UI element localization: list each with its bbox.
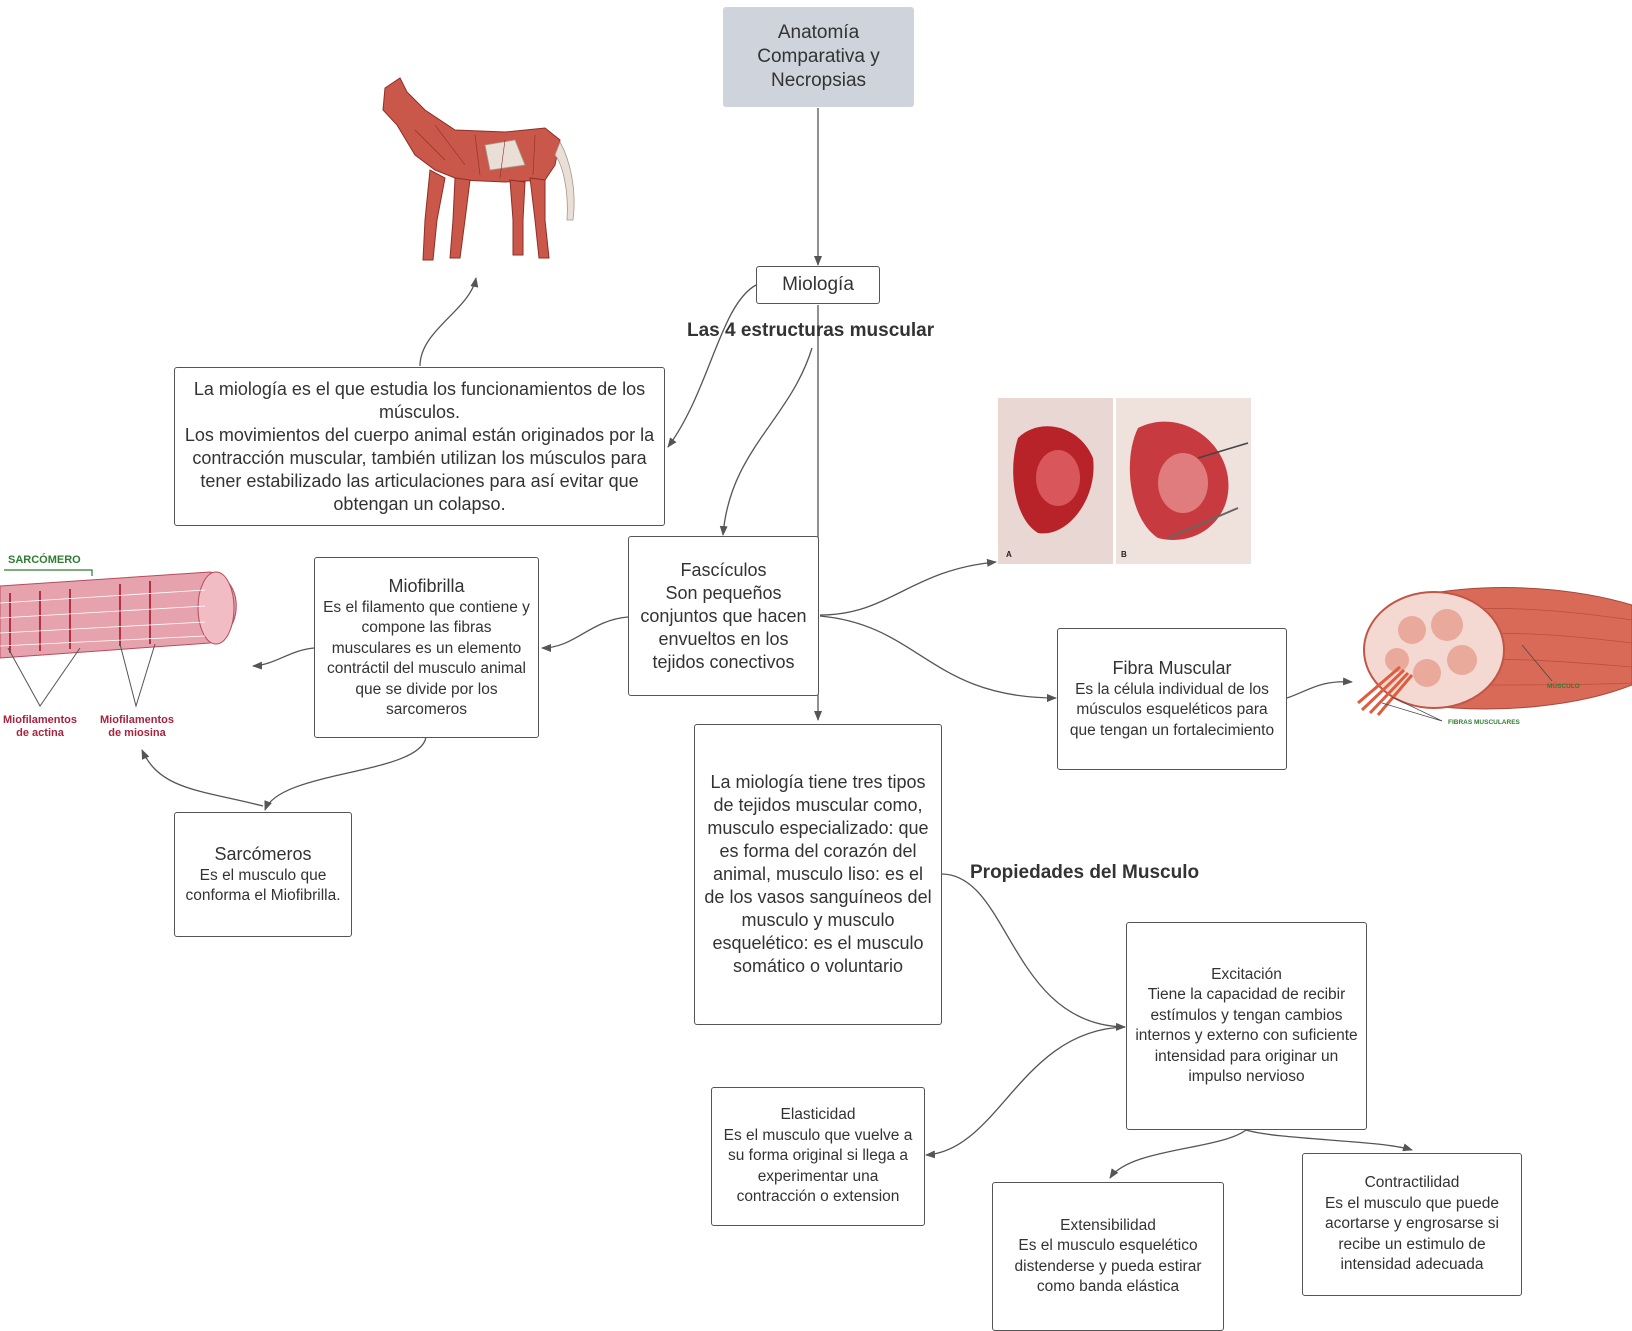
link-tejidos-excitacion [941, 873, 1126, 1031]
excitacion-node[interactable]: Excitación Tiene la capacidad de recibir… [1126, 922, 1367, 1130]
link-estructuras-fasciculos [719, 347, 813, 536]
miofibrilla-text: Es el filamento que contiene y compone l… [323, 598, 530, 719]
link-definicion-horse [419, 277, 479, 367]
miofibrilla-node[interactable]: Miofibrilla Es el filamento que contiene… [314, 557, 539, 738]
extensibilidad-title: Extensibilidad [1060, 1216, 1156, 1234]
extensibilidad-node[interactable]: Extensibilidad Es el musculo esquelético… [992, 1182, 1224, 1331]
elasticidad-node[interactable]: Elasticidad Es el musculo que vuelve a s… [711, 1087, 925, 1226]
label-propiedades: Propiedades del Musculo [970, 862, 1200, 883]
contractilidad-node[interactable]: Contractilidad Es el musculo que puede a… [1302, 1153, 1522, 1296]
root-node-anatomia[interactable]: Anatomía Comparativa y Necropsias [723, 7, 914, 107]
actina-label: Miofilamentos de actina [3, 714, 77, 739]
elasticidad-title: Elasticidad [780, 1106, 856, 1124]
surgery-photos: A B [998, 398, 1251, 564]
excitacion-title: Excitación [1211, 965, 1282, 983]
surgery-label-b: B [1121, 550, 1127, 559]
tipos-tejidos-text: La miología tiene tres tipos de tejidos … [704, 772, 932, 976]
excitacion-text: Tiene la capacidad de recibir estímulos … [1135, 986, 1358, 1085]
extensibilidad-text: Es el musculo esquelético distenderse y … [1014, 1237, 1202, 1295]
link-miofibrilla-sarcomeros [264, 736, 427, 811]
miologia-node[interactable]: Miología [756, 266, 880, 304]
link-excitacion-elasticidad [925, 1026, 1126, 1159]
miologia-node-text: Miología [782, 274, 854, 295]
label-estructuras: Las 4 estructuras muscular [687, 320, 935, 341]
fibras-musculares-label: FIBRAS MUSCULARES [1448, 719, 1520, 726]
root-node-text: Anatomía Comparativa y Necropsias [757, 22, 880, 91]
horse-muscle-illustration [382, 77, 575, 261]
sarcomero-label: SARCÓMERO [8, 554, 81, 566]
sarcomere-illustration: SARCÓMERO Miofilamentos de actina Miofil… [0, 548, 250, 748]
fibra-muscular-text: Es la célula individual de los músculos … [1069, 680, 1275, 739]
fibra-muscular-node[interactable]: Fibra Muscular Es la célula individual d… [1057, 628, 1287, 770]
muscle-cross-section-illustration: MÚSCULO FIBRAS MUSCULARES [1352, 585, 1632, 750]
tipos-tejidos-node[interactable]: La miología tiene tres tipos de tejidos … [694, 724, 942, 1025]
surgery-label-a: A [1006, 550, 1012, 559]
musculo-label: MÚSCULO [1547, 683, 1580, 690]
sarcomeros-title: Sarcómeros [214, 843, 312, 864]
link-miofibrilla-sarcomere-img [252, 647, 315, 670]
contractilidad-text: Es el musculo que puede acortarse y engr… [1324, 1194, 1500, 1274]
fasciculos-node[interactable]: Fascículos Son pequeños conjuntos que ha… [628, 536, 819, 696]
link-trunk-fibra [819, 615, 1057, 702]
link-fibra-muscle-img [1286, 677, 1353, 699]
fasciculos-node-text: Fascículos Son pequeños conjuntos que ha… [640, 559, 807, 672]
definicion-node-text: La miología es el que estudia los funcio… [184, 378, 655, 514]
link-sarcomeros-sarcomere-img [141, 749, 264, 807]
elasticidad-text: Es el musculo que vuelve a su forma orig… [723, 1126, 913, 1206]
miosina-label: Miofilamentos de miosina [100, 714, 174, 739]
miofibrilla-title: Miofibrilla [388, 575, 465, 596]
definicion-node[interactable]: La miología es el que estudia los funcio… [174, 367, 665, 526]
sarcomeros-text: Es el musculo que conforma el Miofibrill… [185, 866, 341, 905]
link-excitacion-contractilidad [1245, 1129, 1413, 1152]
link-trunk-surgery [819, 558, 997, 616]
fibra-muscular-title: Fibra Muscular [1112, 657, 1232, 678]
link-fasciculos-miofibrilla [541, 616, 629, 652]
link-miologia-definicion [667, 284, 757, 448]
contractilidad-title: Contractilidad [1364, 1174, 1460, 1192]
link-excitacion-extensibilidad [1109, 1129, 1247, 1179]
sarcomeros-node[interactable]: Sarcómeros Es el musculo que conforma el… [174, 812, 352, 937]
